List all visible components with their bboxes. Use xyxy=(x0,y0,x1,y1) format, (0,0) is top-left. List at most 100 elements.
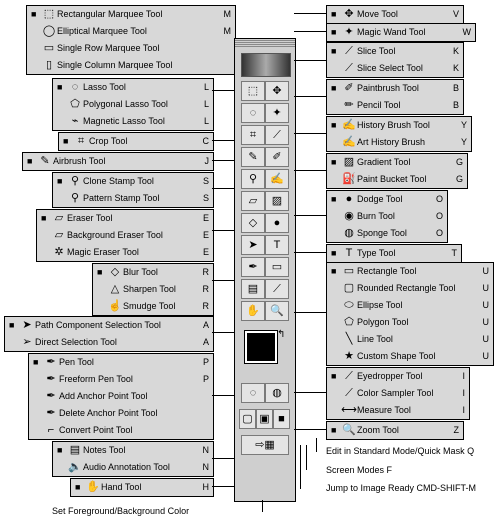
tool-shortcut-key: R xyxy=(202,301,210,311)
toolbox-tool-button[interactable]: ⟋ xyxy=(265,279,289,299)
jump-to-imageready-button[interactable]: ⇨▦ xyxy=(241,435,289,455)
toolbox-tool-button[interactable]: ✒ xyxy=(241,257,265,277)
tool-label: Clone Stamp Tool xyxy=(83,176,154,186)
tool-icon: ✋ xyxy=(86,481,100,493)
adobe-logo-icon xyxy=(241,53,291,77)
tool-shortcut-key: Z xyxy=(453,425,460,435)
connector-line xyxy=(306,445,307,470)
tool-icon: ⟋ xyxy=(345,45,353,57)
toolbox-tool-button[interactable]: ▱ xyxy=(241,191,265,211)
set-colors-note: Set Foreground/Background Color xyxy=(52,506,190,516)
toolbox-tool-button[interactable]: ✐ xyxy=(265,147,289,167)
swap-colors-icon[interactable]: ↰ xyxy=(277,329,286,340)
connector-line xyxy=(212,90,234,91)
tool-menu-item[interactable]: ⌐Convert Point Tool xyxy=(29,422,213,438)
toolbox-tool-button[interactable]: T xyxy=(265,235,289,255)
toolbox-tool-button[interactable]: ✋ xyxy=(241,301,265,321)
screen-mode-menubar-button[interactable]: ▣ xyxy=(256,409,273,429)
toolbox-tool-button[interactable]: ✥ xyxy=(265,81,289,101)
tool-menu-item[interactable]: ✒Delete Anchor Point Tool xyxy=(29,405,213,421)
toolbox-tool-button[interactable]: ▨ xyxy=(265,191,289,211)
tool-icon: ✒ xyxy=(46,390,56,402)
toolbox-tool-button[interactable]: ➤ xyxy=(241,235,265,255)
toolbox-tool-button[interactable]: ◌ xyxy=(241,103,265,123)
connector-line xyxy=(294,429,326,430)
toolbox-tool-button[interactable]: ◇ xyxy=(241,213,265,233)
tool-label: Blur Tool xyxy=(123,267,158,277)
toolbox-tool-button[interactable]: ⬚ xyxy=(241,81,265,101)
standard-mode-button[interactable]: ◍ xyxy=(265,383,289,403)
tool-menu-item[interactable]: ▯Single Column Marquee Tool xyxy=(27,57,235,73)
tool-shortcut-key: V xyxy=(452,9,459,19)
toolbox-tool-button[interactable]: ⚲ xyxy=(241,169,265,189)
toolbox-tool-button[interactable]: ▤ xyxy=(241,279,265,299)
foreground-color-swatch[interactable] xyxy=(244,330,278,364)
toolbox-tool-button[interactable]: ⌗ xyxy=(241,125,265,145)
tool-shortcut-key: O xyxy=(435,194,443,204)
toolbox-tool-button[interactable]: ⟋ xyxy=(265,125,289,145)
toolbox-tool-button[interactable]: ✍ xyxy=(265,169,289,189)
toolbox-tool-button[interactable]: ● xyxy=(265,213,289,233)
screen-mode-standard-button[interactable]: ▢ xyxy=(239,409,256,429)
tool-menu-item[interactable]: ▭Single Row Marquee Tool xyxy=(27,40,235,56)
toolbox-tool-button[interactable]: ✦ xyxy=(265,103,289,123)
quick-mask-button[interactable]: ◌ xyxy=(241,383,265,403)
tool-menu-item[interactable]: ✒Add Anchor Point Tool xyxy=(29,388,213,404)
tool-icon: ✎ xyxy=(40,155,50,167)
toolbox-tool-button[interactable]: 🔍 xyxy=(265,301,289,321)
toolbox-tool-button[interactable]: ✎ xyxy=(241,147,265,167)
toolbox-tool-button[interactable]: ▭ xyxy=(265,257,289,277)
tool-icon: ▯ xyxy=(45,59,53,71)
connector-line xyxy=(294,392,326,393)
tool-label: Zoom Tool xyxy=(357,425,399,435)
screen-mode-full-button[interactable]: ■ xyxy=(273,409,290,429)
